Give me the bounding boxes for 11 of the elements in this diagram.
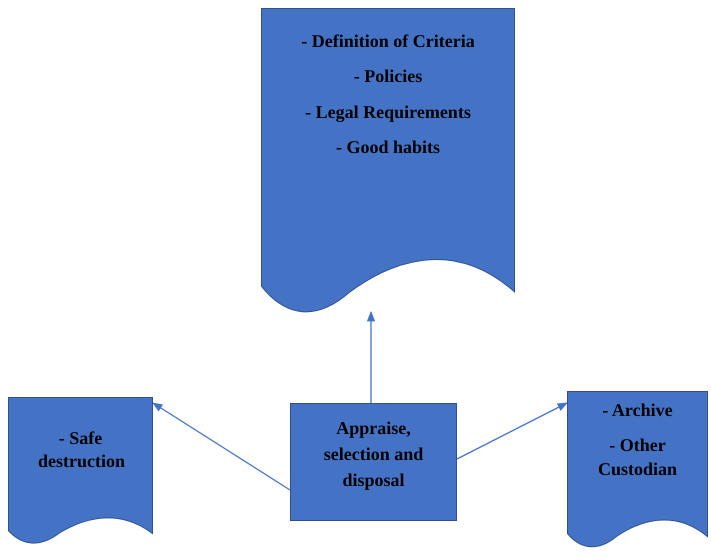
node-text: Appraise, selection and disposal bbox=[322, 417, 424, 492]
arrow bbox=[152, 402, 290, 491]
node-text: - Archive bbox=[602, 399, 673, 422]
node-text: - Good habits bbox=[336, 136, 440, 160]
node-text: - Legal Requirements bbox=[305, 100, 471, 124]
node-text: - Policies bbox=[354, 65, 422, 88]
node-text: - Safe destruction bbox=[38, 427, 123, 474]
node-text: - Other Custodian bbox=[596, 434, 678, 481]
arrow bbox=[456, 402, 568, 460]
node-text: - Definition of Criteria bbox=[301, 30, 475, 53]
arrow bbox=[366, 310, 376, 403]
